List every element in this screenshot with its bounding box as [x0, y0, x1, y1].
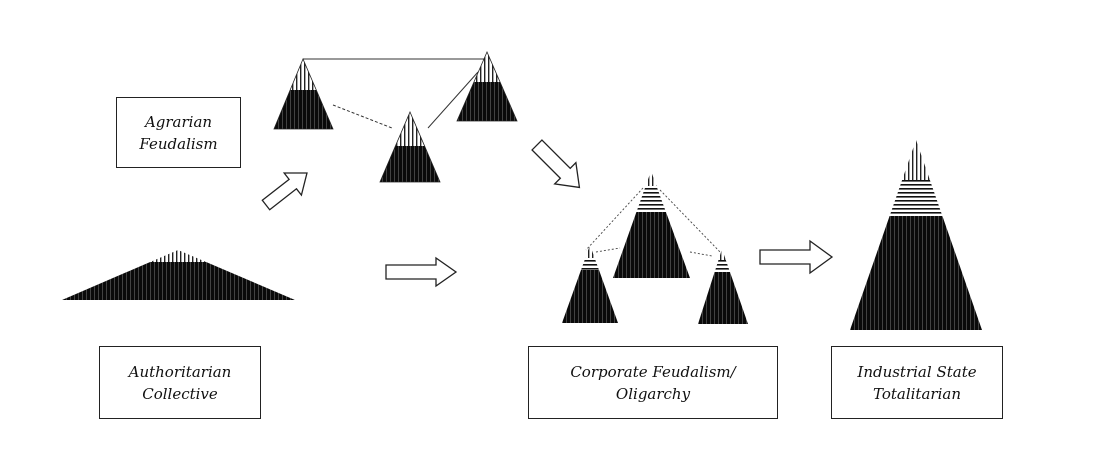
- arrow-to-corporate-from-collective: [385, 256, 458, 288]
- agrarian-pyramid-center: [379, 110, 441, 183]
- corporate-pyramid-left: [562, 245, 618, 323]
- agrarian-label-line2: Feudalism: [139, 134, 218, 153]
- collective-pyramid: [62, 250, 295, 300]
- industrial-label-line2: Totalitarian: [873, 384, 961, 403]
- agrarian-feudalism-label: Agrarian Feudalism: [116, 97, 241, 168]
- arrow-to-agrarian: [261, 172, 308, 211]
- corporate-label-line1: Corporate Feudalism/: [570, 362, 736, 381]
- industrial-pyramid: [850, 140, 982, 330]
- agrarian-network-lines: [303, 58, 487, 129]
- corporate-pyramid-center: [613, 171, 690, 278]
- corporate-pyramid-right: [698, 249, 748, 324]
- authoritarian-label-line1: Authoritarian: [128, 362, 232, 381]
- corporate-label-line2: Oligarchy: [615, 384, 691, 403]
- industrial-state-label: Industrial State Totalitarian: [831, 346, 1003, 419]
- agrarian-pyramid-left: [273, 57, 334, 130]
- authoritarian-collective-label: Authoritarian Collective: [99, 346, 261, 419]
- arrow-to-industrial: [759, 239, 834, 275]
- authoritarian-label-line2: Collective: [142, 384, 218, 403]
- arrow-to-corporate-from-agrarian: [531, 139, 581, 189]
- agrarian-label-line1: Agrarian: [144, 112, 213, 131]
- corporate-network-lines: [585, 187, 723, 257]
- industrial-label-line1: Industrial State: [857, 362, 977, 381]
- corporate-feudalism-label: Corporate Feudalism/ Oligarchy: [528, 346, 778, 419]
